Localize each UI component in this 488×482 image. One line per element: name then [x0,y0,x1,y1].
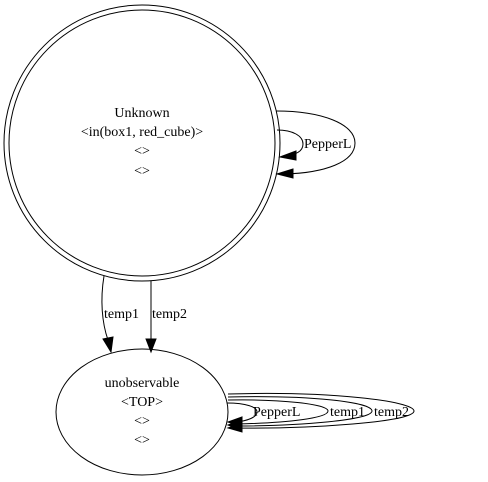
node-unknown-inner-ring [8,9,276,277]
edge-unobservable-self-loops: PepperL temp1 temp2 [226,392,415,433]
edge-unknown-to-unobservable-temp2: temp2 [145,281,187,354]
edge-temp2-arrowhead [145,338,157,354]
node-unobservable-shape [55,348,229,476]
edge-unobs-self-label-temp2: temp2 [374,405,409,420]
edge-temp1-arrowhead [102,336,114,354]
edge-unobs-self-label-temp1: temp1 [330,405,365,420]
node-unobservable-line2: <> [134,414,150,429]
node-unobservable: unobservable <TOP> <> <> [55,348,229,476]
edge-unobs-loop-arrowhead-3 [226,422,243,433]
edge-temp1-label: temp1 [104,307,139,322]
edge-unknown-self-loop-outer-arrowhead [275,168,294,179]
edge-temp1-path [101,275,109,341]
edge-unknown-to-unobservable-temp1: temp1 [101,275,139,354]
node-unknown-outer-ring [3,4,281,282]
edge-unobs-loop-2-path [227,399,329,425]
node-unobservable-line3: <> [134,433,150,448]
edge-unobs-loop-3-path [227,396,373,427]
edge-unknown-self-loop-outer-path [275,110,356,175]
edge-unknown-self-loop-label: PepperL [304,137,351,152]
node-unknown-line2: <> [134,144,150,159]
edge-unobs-loop-4-path [227,392,415,429]
node-unknown-line3: <> [134,164,150,179]
edge-unknown-self-loop-inner-arrowhead [278,150,297,161]
node-unknown-name: Unknown [114,106,169,121]
node-unobservable-name: unobservable [105,376,180,391]
edge-unobs-loop-1-path [226,402,258,423]
node-unobservable-line1: <TOP> [121,395,163,410]
edge-unknown-self-loop: PepperL [275,110,356,179]
node-unknown: Unknown <in(box1, red_cube)> <> <> [3,4,281,282]
edge-temp2-label: temp2 [152,307,187,322]
edge-unobs-self-label-pepperl: PepperL [253,405,300,420]
node-unknown-line1: <in(box1, red_cube)> [81,125,203,140]
edge-unknown-self-loop-inner-path [276,129,304,157]
